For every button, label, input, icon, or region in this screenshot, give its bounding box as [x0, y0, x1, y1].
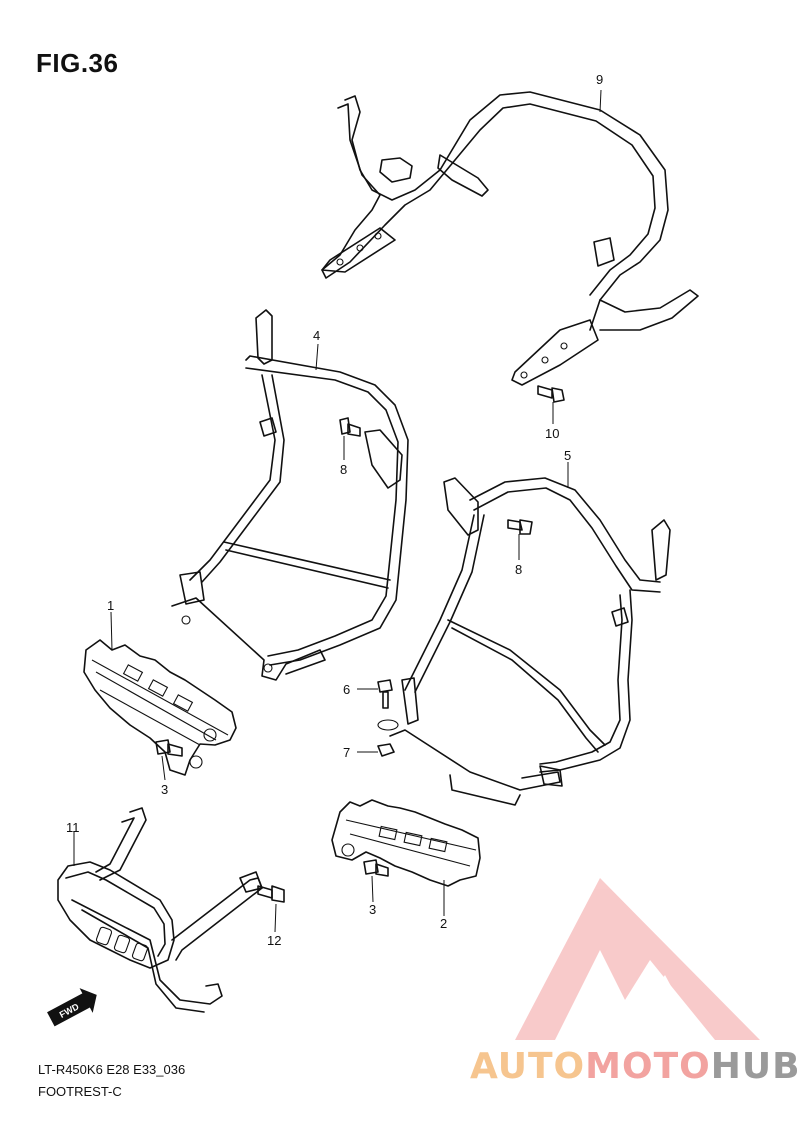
callout-3-left: 3 — [161, 782, 168, 797]
callout-5: 5 — [564, 448, 571, 463]
callout-6: 6 — [343, 682, 350, 697]
section-name: FOOTREST-C — [38, 1084, 122, 1099]
callout-9: 9 — [596, 72, 603, 87]
bolt-12-icon — [257, 885, 285, 903]
bolt-10-icon — [537, 385, 565, 403]
figure-title: FIG.36 — [36, 48, 119, 78]
watermark-part-2: MOTO — [585, 1046, 711, 1087]
callout-11: 11 — [66, 820, 80, 835]
nut-7-icon — [377, 743, 395, 757]
fwd-arrow-icon: FWD — [47, 988, 97, 1027]
callout-4: 4 — [313, 328, 320, 343]
callout-10: 10 — [545, 426, 559, 441]
watermark-part-3: HUB — [710, 1046, 800, 1087]
callout-12: 12 — [267, 933, 281, 948]
callout-8-right: 8 — [515, 562, 522, 577]
callout-leaders — [73, 89, 602, 933]
bolt-8-upper-icon — [339, 417, 361, 437]
callout-3-right: 3 — [369, 902, 376, 917]
watermark-logo-icon — [515, 878, 760, 1040]
bolt-3-left-icon — [155, 739, 183, 757]
bolt-6-icon — [377, 679, 393, 709]
rear-bar-part — [321, 91, 699, 386]
left-footrest-frame-part — [171, 309, 409, 681]
callout-7: 7 — [343, 745, 350, 760]
bolt-8-right-icon — [507, 519, 533, 535]
right-footpeg-part — [331, 799, 481, 887]
left-footpeg-part — [83, 639, 237, 776]
bolt-3-right-icon — [363, 859, 389, 877]
model-code: LT-R450K6 E28 E33_036 — [38, 1062, 186, 1077]
right-footrest-frame-part — [389, 477, 671, 806]
callout-1: 1 — [107, 598, 114, 613]
front-guard-part — [57, 807, 263, 1013]
watermark-wordmark: AUTOMOTOHUB — [470, 1046, 800, 1087]
callout-2: 2 — [440, 916, 447, 931]
callout-8-upper: 8 — [340, 462, 347, 477]
washer-icon — [377, 719, 399, 731]
watermark-part-1: AUTO — [470, 1046, 586, 1087]
